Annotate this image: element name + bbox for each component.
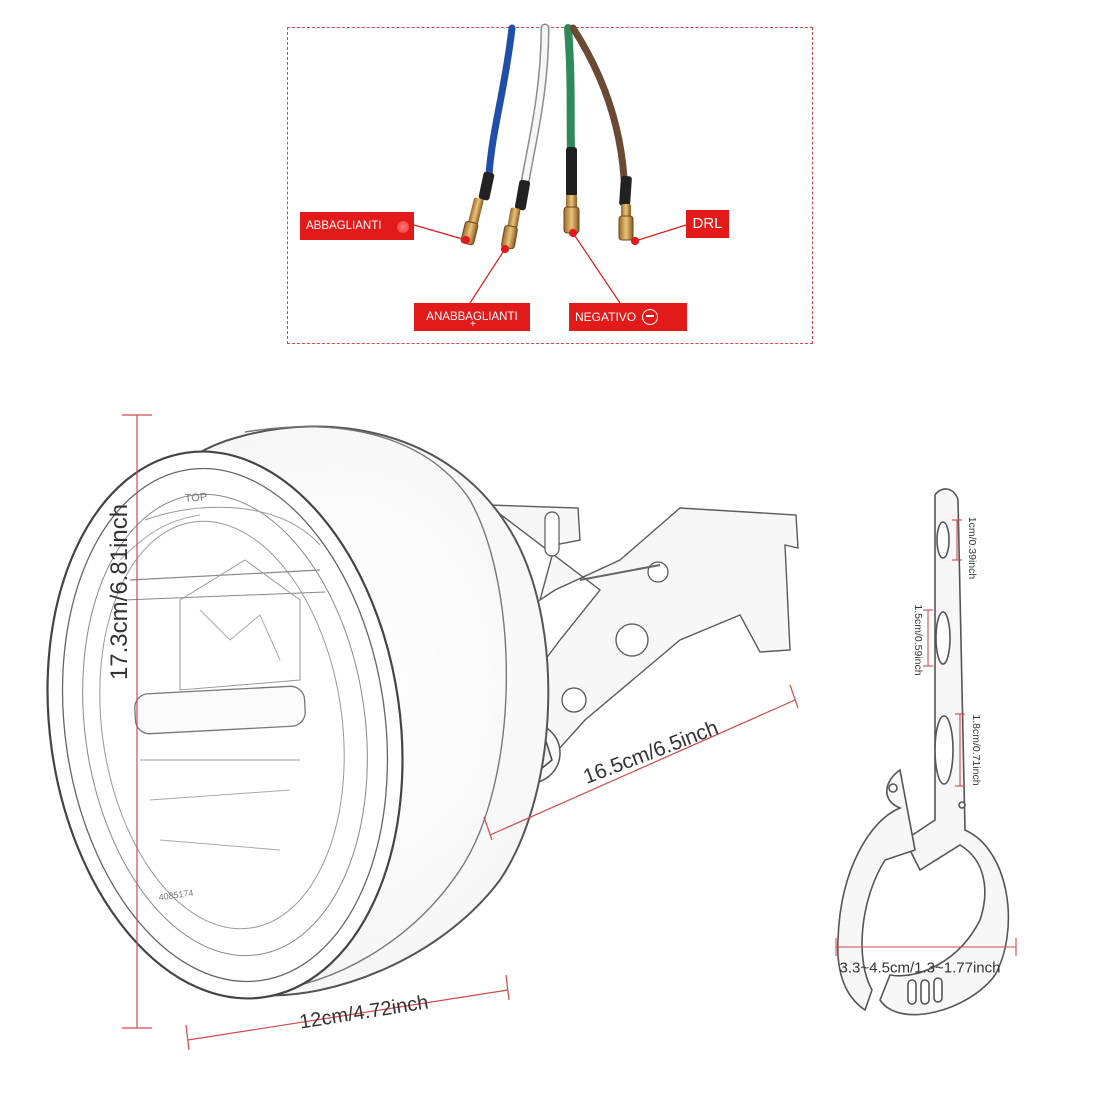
- minus-circle-icon: [642, 308, 659, 325]
- dimension-lines: [122, 414, 799, 1051]
- wiring-diagram-box: [287, 27, 813, 344]
- wires: [485, 23, 628, 188]
- label-negativo: NEGATIVO: [569, 303, 687, 331]
- clamp-dimension-lines: [835, 519, 1017, 956]
- connectors: [460, 147, 634, 250]
- dimension-clamp: 3.3~4.5cm/1.3~1.77inch: [839, 959, 1001, 977]
- callout-lines: [413, 224, 687, 304]
- label-anabbaglianti-plus: +: [470, 319, 476, 330]
- label-anabbaglianti: ANABBAGLIANTI: [414, 303, 530, 331]
- wire-brown: [569, 24, 628, 182]
- wire-white: [522, 25, 548, 186]
- label-abbaglianti: ABBAGLIANTI: [300, 212, 414, 240]
- plus-dot-icon: [397, 221, 409, 233]
- label-drl: DRL: [686, 210, 729, 238]
- wire-blue: [485, 24, 516, 179]
- clamp-bracket: [837, 488, 1010, 1016]
- wire-green: [564, 24, 575, 154]
- headlight: [46, 425, 799, 1000]
